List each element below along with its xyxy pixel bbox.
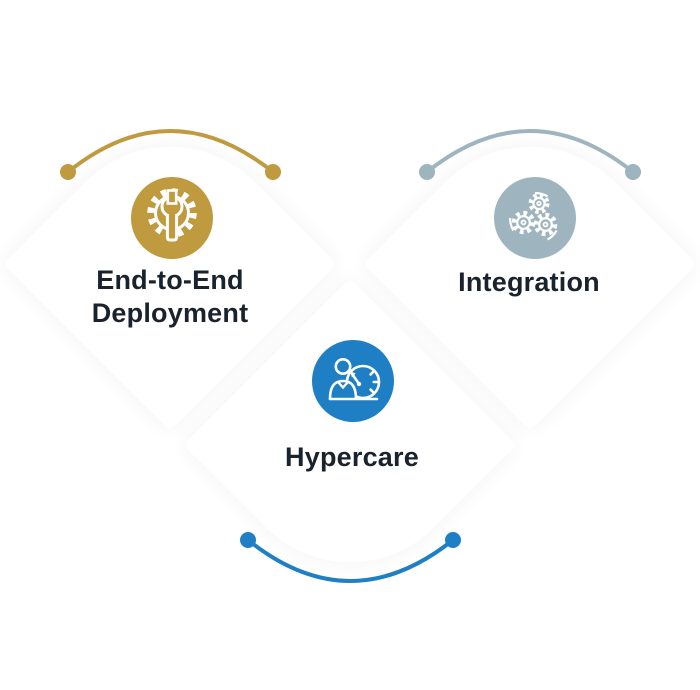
card-label-deployment: End-to-End Deployment: [91, 265, 249, 328]
gear-wrench-icon: [131, 177, 213, 259]
arc-endpoint-dot: [265, 164, 281, 180]
card-label-integration: Integration: [458, 267, 600, 297]
arc-endpoint-dot: [445, 532, 461, 548]
arc-endpoint-dot: [625, 164, 641, 180]
card-label-hypercare: Hypercare: [285, 442, 419, 472]
hypercare-arc: [246, 538, 455, 583]
person-gauge-icon: [312, 340, 394, 422]
deployment-arc: [66, 129, 275, 174]
arc-endpoint-dot: [60, 164, 76, 180]
integration-arc: [425, 129, 635, 174]
gears-icon: [494, 177, 576, 259]
arc-endpoint-dot: [240, 532, 256, 548]
arc-endpoint-dot: [419, 164, 435, 180]
